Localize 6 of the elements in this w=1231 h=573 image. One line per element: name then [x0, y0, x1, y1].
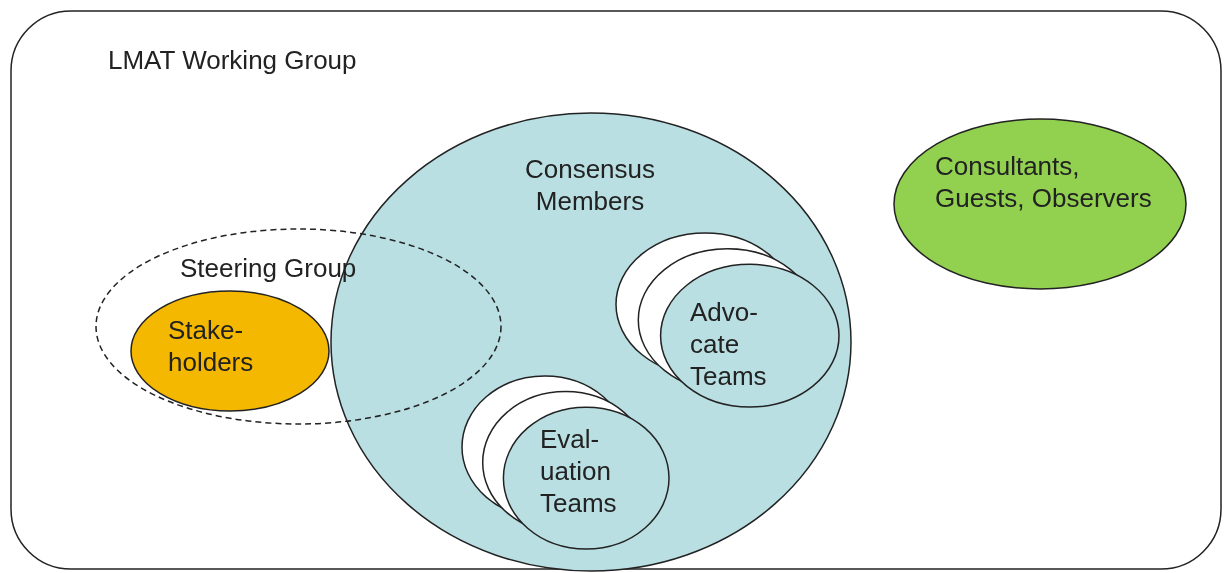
group-label: Advo- cate Teams [690, 296, 768, 392]
group-label: Consensus Members [523, 153, 657, 217]
group-label: Stake- holders [168, 314, 255, 378]
group-label: Eval- uation Teams [540, 423, 618, 519]
group-label: LMAT Working Group [108, 44, 358, 76]
group-label: Consultants, Guests, Observers [935, 150, 1153, 214]
